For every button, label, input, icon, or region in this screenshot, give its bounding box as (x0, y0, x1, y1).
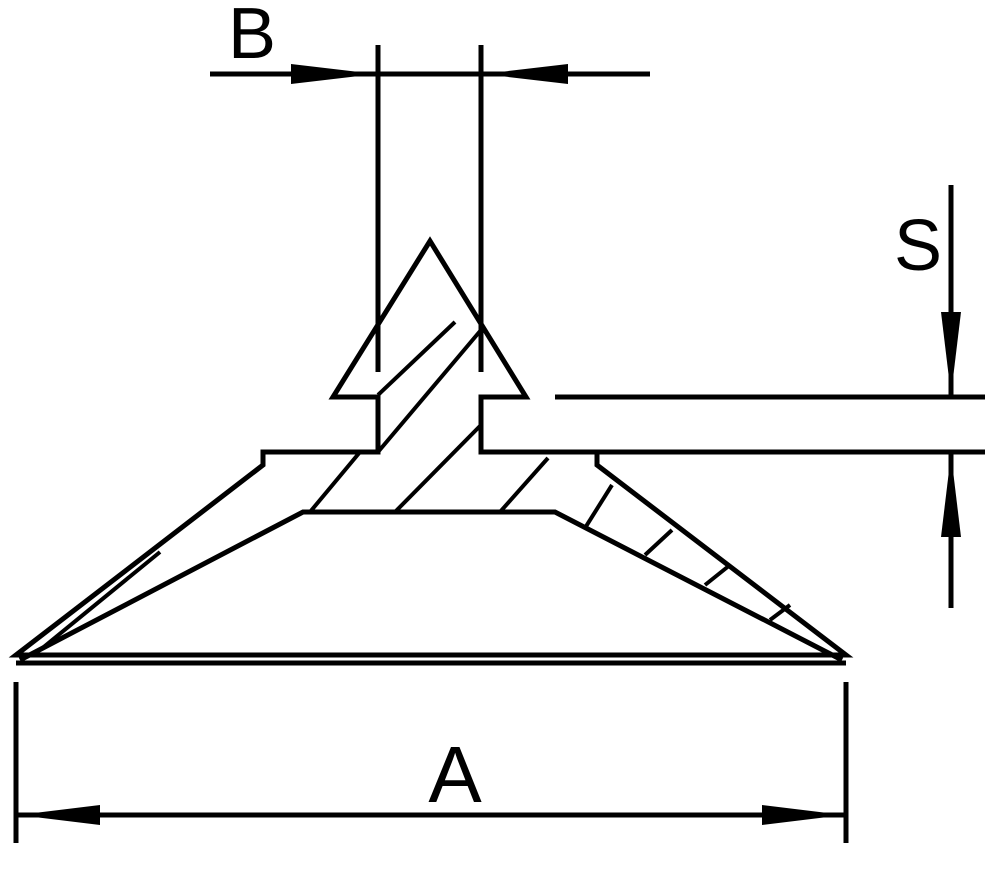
cup-outer-outline (8, 236, 854, 658)
dimension-b (210, 45, 650, 372)
cup-inner-outline (18, 509, 844, 663)
section-hatching (38, 320, 792, 652)
b-arrow-left (291, 64, 376, 84)
dimension-a (13, 682, 849, 843)
b-arrow-right (483, 64, 568, 84)
a-arrow-right (762, 805, 844, 825)
label-s: S (894, 206, 942, 286)
a-arrow-left (18, 805, 100, 825)
s-arrow-bottom (941, 454, 961, 537)
label-b: B (228, 0, 276, 74)
s-arrow-top (941, 312, 961, 395)
label-a: A (428, 730, 482, 819)
